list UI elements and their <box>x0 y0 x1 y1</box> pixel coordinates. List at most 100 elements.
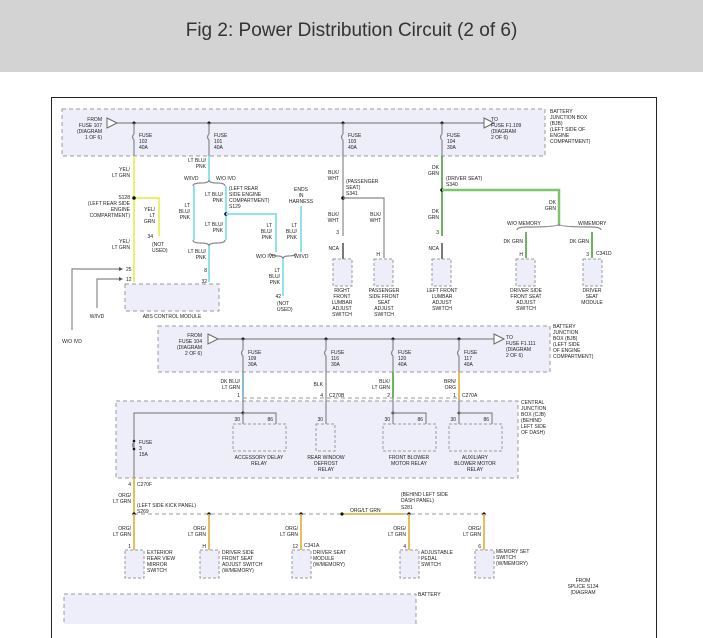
svg-text:PNK: PNK <box>287 235 298 241</box>
svg-text:LUMBAR: LUMBAR <box>332 300 353 306</box>
svg-text:(W/MEMORY): (W/MEMORY) <box>313 562 345 568</box>
svg-text:FUSE: FUSE <box>331 350 345 356</box>
svg-text:ADJUST: ADJUST <box>516 300 535 306</box>
svg-text:3: 3 <box>139 446 142 452</box>
svg-text:LT BLU/: LT BLU/ <box>188 249 206 255</box>
left-front-lumbar-switch <box>431 258 452 287</box>
svg-text:LT GRN: LT GRN <box>222 385 240 391</box>
svg-text:SEAT): SEAT) <box>346 185 361 191</box>
pin-32: 32 <box>201 279 207 285</box>
svg-text:(DIAGRAM: (DIAGRAM <box>571 590 596 596</box>
bjb-top-label: BATTERY JUNCTION BOX (BJB) (LEFT SIDE OF… <box>550 109 591 145</box>
svg-text:SWITCH: SWITCH <box>332 312 352 318</box>
svg-text:YEL/: YEL/ <box>119 239 130 245</box>
svg-text:PNK: PNK <box>196 164 207 170</box>
figure-title: Fig 2: Power Distribution Circuit (2 of … <box>185 20 518 41</box>
bjb-bottom-box <box>63 593 417 624</box>
option-brace <box>192 239 226 247</box>
svg-text:LEFT FRONT: LEFT FRONT <box>427 288 458 294</box>
svg-text:SIDE ENGINE: SIDE ENGINE <box>229 192 262 198</box>
svg-text:101: 101 <box>214 139 223 145</box>
svg-text:SEAT: SEAT <box>586 294 599 300</box>
svg-text:MOTOR RELAY: MOTOR RELAY <box>391 461 428 467</box>
fuse-3: FUSE 3 15A <box>131 439 153 458</box>
label-adjustable-pedal-switch: ADJUSTABLE PEDAL SWITCH <box>421 550 454 568</box>
wire-w-ivd <box>96 278 119 308</box>
svg-text:ORG/: ORG/ <box>118 526 131 532</box>
label-w-ivd: W/IVD <box>184 176 199 182</box>
svg-text:30A: 30A <box>331 362 341 368</box>
arrow-icon <box>119 277 123 281</box>
splice-s128 <box>132 196 136 200</box>
label-s129: (LEFT REAR SIDE ENGINE COMPARTMENT) S129 <box>229 186 270 210</box>
svg-text:DRIVER SIDE: DRIVER SIDE <box>222 550 255 556</box>
label-from-splice: FROM SPLICE S134 (DIAGRAM <box>568 578 599 596</box>
pin-3: 3 <box>336 230 339 236</box>
label-wo-ivd-2: W/O IVD <box>256 254 276 260</box>
svg-text:GRN: GRN <box>545 206 557 212</box>
label-org-lt-grn-d5: ORG/ LT GRN <box>463 526 481 538</box>
svg-text:LT GRN: LT GRN <box>280 532 298 538</box>
svg-text:LT GRN: LT GRN <box>188 532 206 538</box>
pin-25: 25 <box>126 267 132 273</box>
svg-text:EXTERIOR: EXTERIOR <box>147 550 173 556</box>
svg-text:(NOT: (NOT <box>152 242 164 248</box>
front-blower-motor-relay <box>382 423 437 452</box>
svg-text:FROM: FROM <box>576 578 591 584</box>
svg-text:WHT: WHT <box>370 218 381 224</box>
svg-text:ORG: ORG <box>445 385 457 391</box>
pin-8: 8 <box>204 268 207 274</box>
connector-arrow-icon <box>207 333 220 345</box>
label-dk-grn-2: DK GRN <box>428 209 440 221</box>
label-wo-memory: W/O MEMORY <box>507 221 541 227</box>
svg-text:MODULE: MODULE <box>313 556 335 562</box>
pin-h2: H <box>519 252 523 258</box>
svg-text:FUSE: FUSE <box>464 350 478 356</box>
wire-cjb-feed <box>133 398 244 478</box>
svg-text:DK: DK <box>549 200 557 206</box>
label-driver-seat-module-memory: DRIVER SEAT MODULE (W/MEMORY) <box>313 550 346 568</box>
svg-text:116: 116 <box>331 356 339 362</box>
svg-text:LT: LT <box>185 203 190 209</box>
svg-text:LT BLU/: LT BLU/ <box>188 158 206 164</box>
svg-text:TO: TO <box>506 335 513 341</box>
svg-text:FUSE F1.109: FUSE F1.109 <box>491 123 522 129</box>
label-lt-blu-pnk-2: LT BLU/ PNK <box>205 192 224 204</box>
pin-42: 42 <box>275 294 281 300</box>
svg-text:S269: S269 <box>137 509 149 515</box>
svg-text:FUSE: FUSE <box>398 350 412 356</box>
svg-text:DRIVER: DRIVER <box>583 288 602 294</box>
svg-text:BLK/: BLK/ <box>328 212 339 218</box>
fuse-101: FUSE 101 40A <box>206 121 228 156</box>
svg-text:ORG/: ORG/ <box>193 526 206 532</box>
svg-text:40A: 40A <box>139 145 149 151</box>
svg-text:DASH PANEL): DASH PANEL) <box>401 498 434 504</box>
label-yel-lt-grn-b: YEL/ LT GRN <box>144 207 156 225</box>
label-yel-lt-grn: YEL/ LT GRN <box>112 167 130 179</box>
pin-30c: 30 <box>384 417 390 423</box>
svg-text:SWITCH: SWITCH <box>147 568 167 574</box>
svg-text:(LEFT REAR SIDE: (LEFT REAR SIDE <box>88 201 131 207</box>
svg-text:(DIAGRAM: (DIAGRAM <box>491 129 516 135</box>
svg-text:RELAY: RELAY <box>318 467 335 473</box>
arrow-icon <box>119 267 123 271</box>
svg-text:LEFT SIDE: LEFT SIDE <box>521 424 547 430</box>
svg-text:BATTERY: BATTERY <box>550 109 573 115</box>
label-org-lt-grn-d3: ORG/ LT GRN <box>280 526 298 538</box>
svg-text:SPLICE S134: SPLICE S134 <box>568 584 599 590</box>
label-not-used-34: (NOT USED) <box>152 242 168 254</box>
svg-text:BLK/: BLK/ <box>370 212 381 218</box>
svg-text:(BJB): (BJB) <box>550 121 563 127</box>
svg-text:ACCESSORY DELAY: ACCESSORY DELAY <box>235 455 284 461</box>
pin-4c: 4 <box>403 544 406 550</box>
svg-text:40A: 40A <box>464 362 474 368</box>
svg-text:2 OF 6): 2 OF 6) <box>506 353 523 359</box>
svg-text:SWITCH: SWITCH <box>516 306 536 312</box>
svg-text:BLU/: BLU/ <box>286 229 298 235</box>
label-wo-ivd: W/O IVD <box>216 176 236 182</box>
svg-text:RELAY: RELAY <box>251 461 268 467</box>
svg-text:OF DASH): OF DASH) <box>521 430 545 436</box>
svg-text:PNK: PNK <box>270 280 281 286</box>
page-header: Fig 2: Power Distribution Circuit (2 of … <box>0 0 703 72</box>
svg-text:CENTRAL: CENTRAL <box>521 400 545 406</box>
